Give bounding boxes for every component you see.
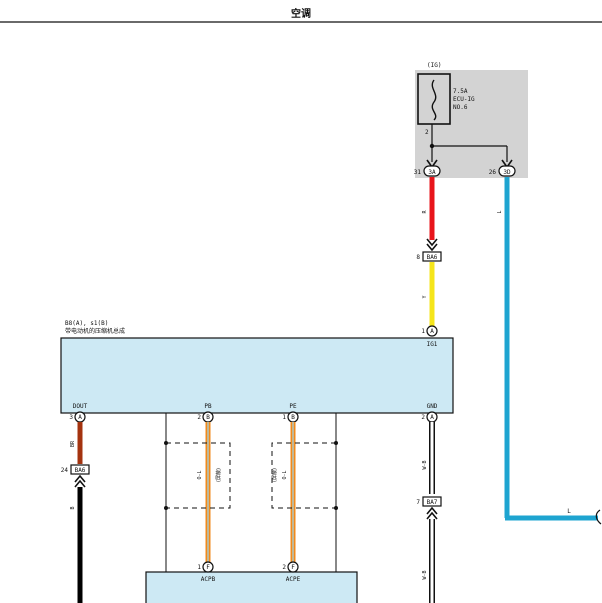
connector-arrow-icon [74,474,86,488]
shield-label-pe: (屏蔽) [271,468,278,482]
shield-enclosure-pe [271,442,336,509]
compressor-box [60,337,454,414]
wire-label-brown: BR [70,440,76,447]
terminal-pin: 1 [282,414,286,421]
junction-code: BA6 [427,254,438,261]
fuse-icon [431,79,437,121]
continuation-icon [595,509,602,525]
connector-arrow-icon [426,506,438,520]
wire-label-red: R [422,210,428,214]
terminal-pin: 1 [197,564,201,571]
shield-label-pb: (屏蔽) [215,468,222,482]
wire-label-pe: O-L [282,470,288,479]
terminal-conn: A [430,414,434,421]
fuse-pin: 2 [425,129,429,136]
wire-label-yellow: Y [422,295,428,298]
terminal-label: PB [204,403,212,410]
terminal-label: IG1 [427,341,438,348]
supply-label: (IG) [427,62,441,69]
terminal-conn: A [78,414,82,421]
shield-enclosure-pb [166,442,231,509]
fuse-rating: 7.5A [453,88,468,95]
connector-code: 3A [428,169,436,176]
junction-ba6-lower [70,464,90,475]
terminal-pin: 3 [69,414,73,421]
junction-ba6-upper [422,251,442,262]
terminal-pin: 2 [421,414,425,421]
terminal-pin: 1 [421,328,425,335]
wire-label-blue-h: L [567,508,571,515]
junction-ba7 [422,496,442,507]
terminal-pin: 2 [197,414,201,421]
junction-pin: 7 [416,499,420,506]
terminal-conn: F [206,564,210,571]
connector-3d [498,165,516,177]
fuse-symbol-frame [417,73,451,125]
terminal-label: ACPE [286,576,301,583]
terminal-acpe [287,561,299,573]
wire-label-pb: O-L [197,470,203,479]
junction-code: BA7 [427,499,438,506]
terminal-pin: 2 [282,564,286,571]
terminal-label: PE [289,403,297,410]
terminal-label: DOUT [73,403,88,410]
terminal-conn: B [291,414,295,421]
connector-pin: 31 [414,169,422,176]
lower-module-box [145,571,358,603]
connector-arrow-icon [426,238,438,252]
junction-pin: 8 [416,254,420,261]
junction-code: BA6 [75,467,86,474]
component-ref: B8(A), s1(B) [65,320,108,327]
terminal-label: ACPB [201,576,216,583]
wire-label-blue: L [497,210,503,213]
wire-label-gnd-2: W-B [422,570,428,579]
terminal-conn: A [430,328,434,335]
junction-pin: 24 [61,467,69,474]
wire-label-black: B [70,506,76,509]
terminal-ig1 [426,325,438,337]
fuse-name: ECU-IG [453,96,475,103]
connector-3a [423,165,441,177]
terminal-acpb [202,561,214,573]
wire-label-gnd: W-B [422,460,428,469]
connector-code: 3D [503,169,511,176]
terminal-conn: F [291,564,295,571]
terminal-conn: B [206,414,210,421]
terminal-label: GND [427,403,438,410]
component-name: 带电动机的压缩机总成 [65,327,125,335]
fuse-number: NO.6 [453,104,468,111]
connector-pin: 26 [489,169,497,176]
page-title: 空调 [291,7,311,20]
